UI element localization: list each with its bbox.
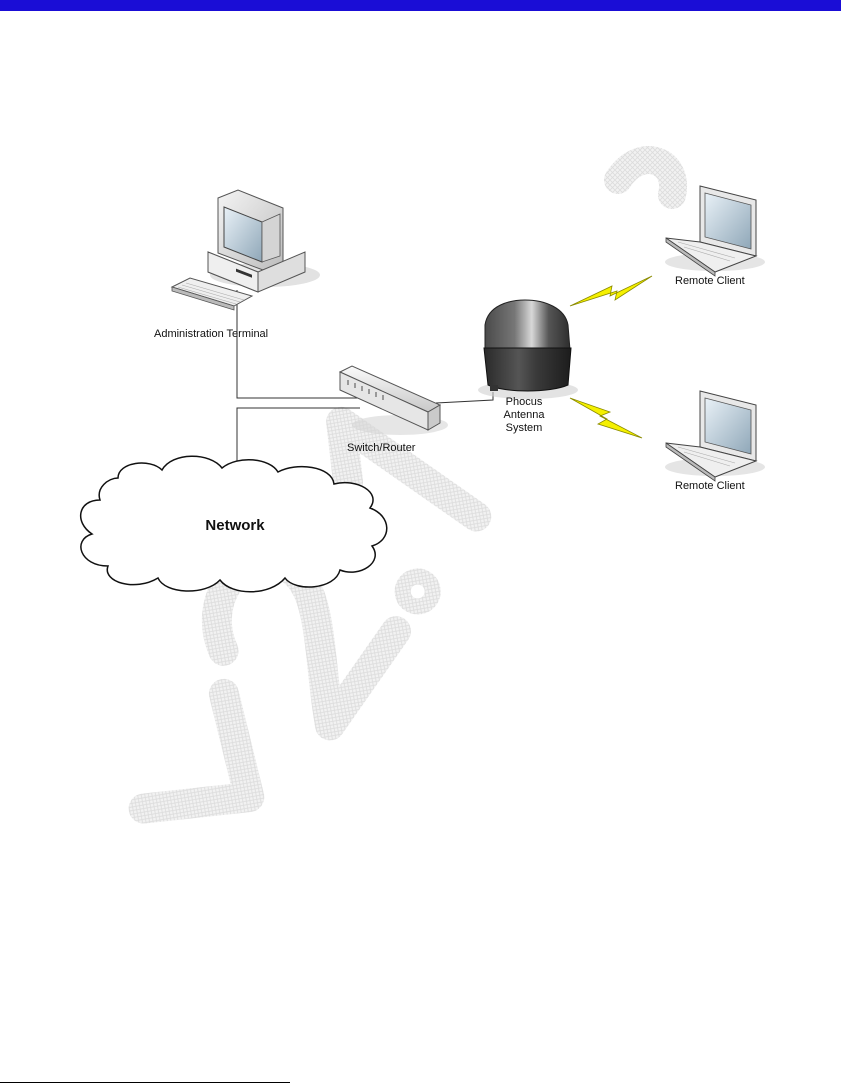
antenna-label-line-3: System <box>494 422 554 435</box>
admin-terminal-label: Administration Terminal <box>154 328 268 341</box>
antenna-label-line-2: Antenna <box>494 409 554 422</box>
network-label: Network <box>190 517 280 534</box>
computer-icon <box>172 190 320 310</box>
antenna-icon <box>478 300 578 399</box>
lightning-bolt-icon-top <box>570 276 652 306</box>
switch-router-label: Switch/Router <box>347 442 415 455</box>
antenna-system-label: Phocus Antenna System <box>494 396 554 435</box>
switch-router-icon <box>340 366 448 435</box>
footnote-rule <box>0 1082 290 1083</box>
remote-client-bottom-label: Remote Client <box>675 480 745 493</box>
lightning-bolt-icon-bottom <box>570 398 642 438</box>
laptop-icon-bottom <box>665 391 765 481</box>
remote-client-top-label: Remote Client <box>675 275 745 288</box>
antenna-label-line-1: Phocus <box>494 396 554 409</box>
laptop-icon-top <box>665 186 765 276</box>
